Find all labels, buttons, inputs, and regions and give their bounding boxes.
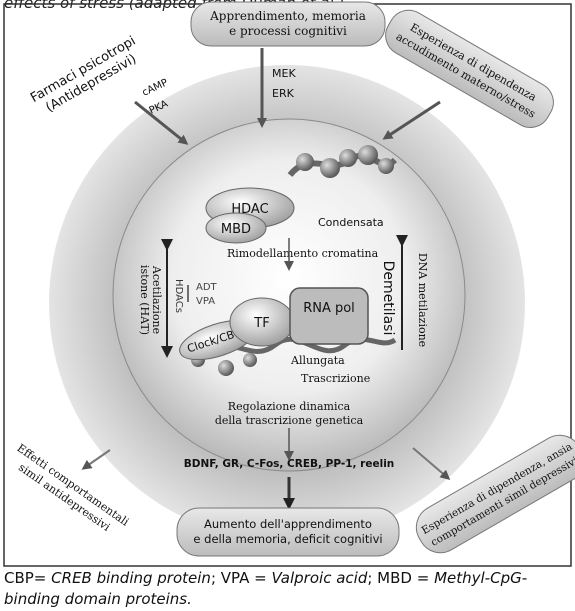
regolazione-line1: Regolazione dinamica: [228, 400, 351, 413]
caption-mbd-def: Methyl-CpG-binding domain proteins.: [4, 569, 528, 608]
top-left-box: Farmaci psicotropi (Antidepressivi): [28, 34, 139, 116]
condensata-label: Condensata: [318, 216, 384, 229]
caption-cbp-def: CREB binding protein: [51, 569, 211, 587]
svg-text:e della memoria, deficit cogni: e della memoria, deficit cognitivi: [193, 532, 382, 546]
erk-label: ERK: [272, 87, 295, 100]
tf-label: TF: [253, 316, 269, 331]
rna-pol-label: RNA pol: [303, 301, 355, 316]
mek-label: MEK: [272, 67, 296, 80]
genes-label: BDNF, GR, C-Fos, CREB, PP-1, reelin: [184, 458, 395, 470]
svg-text:Acetilazione: Acetilazione: [150, 265, 163, 334]
bottom-box: Aumento dell'apprendimento e della memor…: [176, 507, 400, 557]
rimodellamento-label: Rimodellamento cromatina: [227, 247, 379, 260]
svg-text:Aumento dell'apprendimento: Aumento dell'apprendimento: [204, 517, 372, 531]
adt-label: ADT: [196, 282, 218, 293]
regolazione-line2: della trascrizione genetica: [215, 414, 364, 427]
svg-text:e processi cognitivi: e processi cognitivi: [229, 24, 347, 38]
condensed-chromatin: [287, 145, 398, 178]
caption-vpa-def: Valproic acid: [271, 569, 368, 587]
figure-caption-bottom: CBP= CREB binding protein; VPA = Valproi…: [4, 568, 570, 610]
svg-text:istone (HAT): istone (HAT): [138, 265, 151, 335]
svg-text:MBD: MBD: [221, 222, 251, 237]
vpa-label: VPA: [196, 296, 215, 307]
top-box: Apprendimento, memoria e processi cognit…: [190, 1, 386, 47]
caption-mbd: ; MBD =: [367, 569, 430, 587]
mbd-blob: MBD: [205, 212, 267, 244]
demetilasi-label: Demetilasi: [380, 261, 396, 336]
metilazione-block: DNA metilazione Demetilasi: [380, 235, 429, 350]
caption-cbp: CBP=: [4, 569, 47, 587]
allungata-label: Allungata: [290, 354, 345, 367]
transcription-complex: Clock/CBP TF RNA pol: [179, 287, 397, 376]
arrow-drugs: [134, 100, 189, 145]
acetilazione-block: Acetilazione istone (HAT) HDACs: [138, 239, 184, 358]
svg-text:Apprendimento, memoria: Apprendimento, memoria: [209, 9, 366, 23]
camp-label: cAMP: [141, 77, 170, 98]
trascrizione-label: Trascrizione: [301, 372, 370, 385]
inner-circle: [112, 118, 466, 472]
arrow-bottom-right: [412, 447, 451, 480]
caption-vpa: ; VPA =: [210, 569, 267, 587]
arrow-experience: [382, 100, 441, 140]
hdacs-label: HDACs: [173, 279, 184, 313]
arrow-bottom-left: [81, 449, 111, 470]
svg-text:DNA metilazione: DNA metilazione: [416, 253, 429, 347]
pathway-diagram: Apprendimento, memoria e processi cognit…: [3, 1, 575, 567]
